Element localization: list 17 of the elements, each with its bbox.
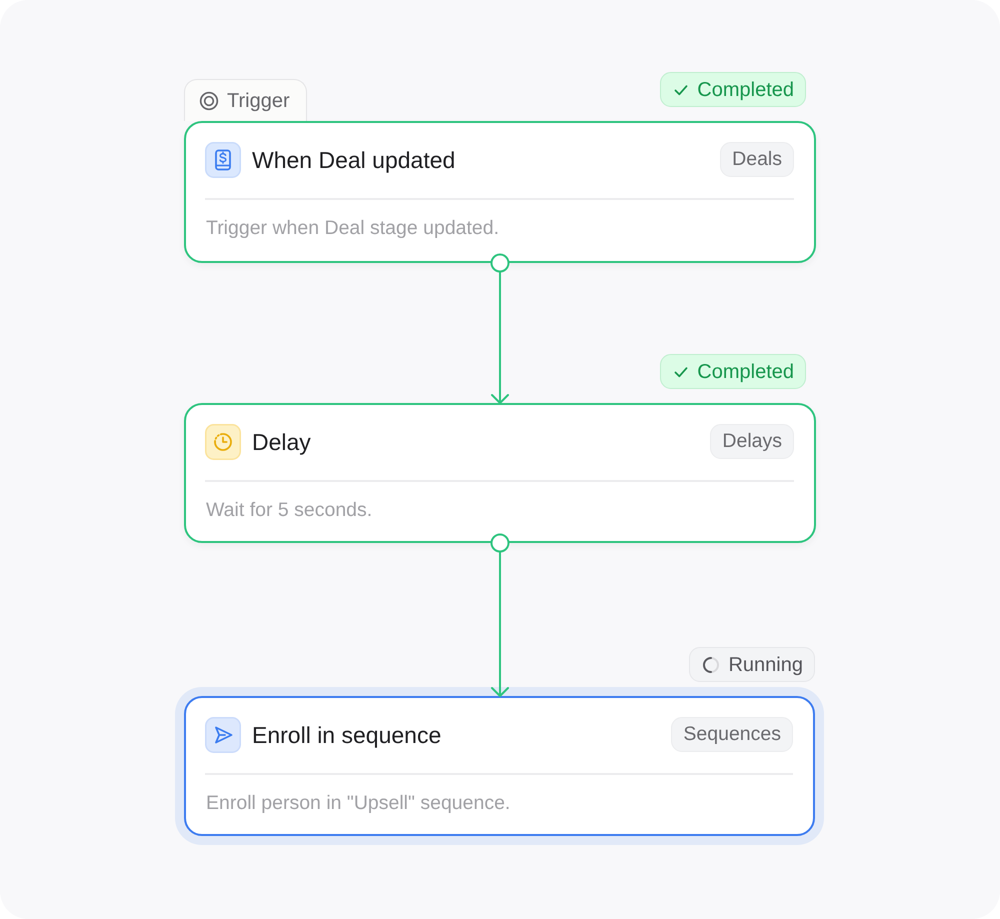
status-label: Completed xyxy=(697,78,794,102)
step-description: Enroll person in "Upsell" sequence. xyxy=(206,791,510,816)
status-label: Running xyxy=(728,652,803,676)
connector-arrow xyxy=(490,534,510,697)
step-title: When Deal updated xyxy=(252,146,456,175)
tab-label: Trigger xyxy=(227,88,290,112)
step-title: Enroll in sequence xyxy=(252,721,442,750)
step-card xyxy=(184,121,816,263)
connector-arrow xyxy=(490,254,510,404)
status-label: Completed xyxy=(697,360,794,384)
category-tag: Delays xyxy=(710,424,794,459)
step-description: Wait for 5 seconds. xyxy=(206,498,372,523)
step-description: Trigger when Deal stage updated. xyxy=(206,216,500,241)
step-title: Delay xyxy=(252,428,311,457)
category-tag: Deals xyxy=(720,142,794,177)
step-card xyxy=(184,403,816,543)
category-tag: Sequences xyxy=(671,717,793,752)
